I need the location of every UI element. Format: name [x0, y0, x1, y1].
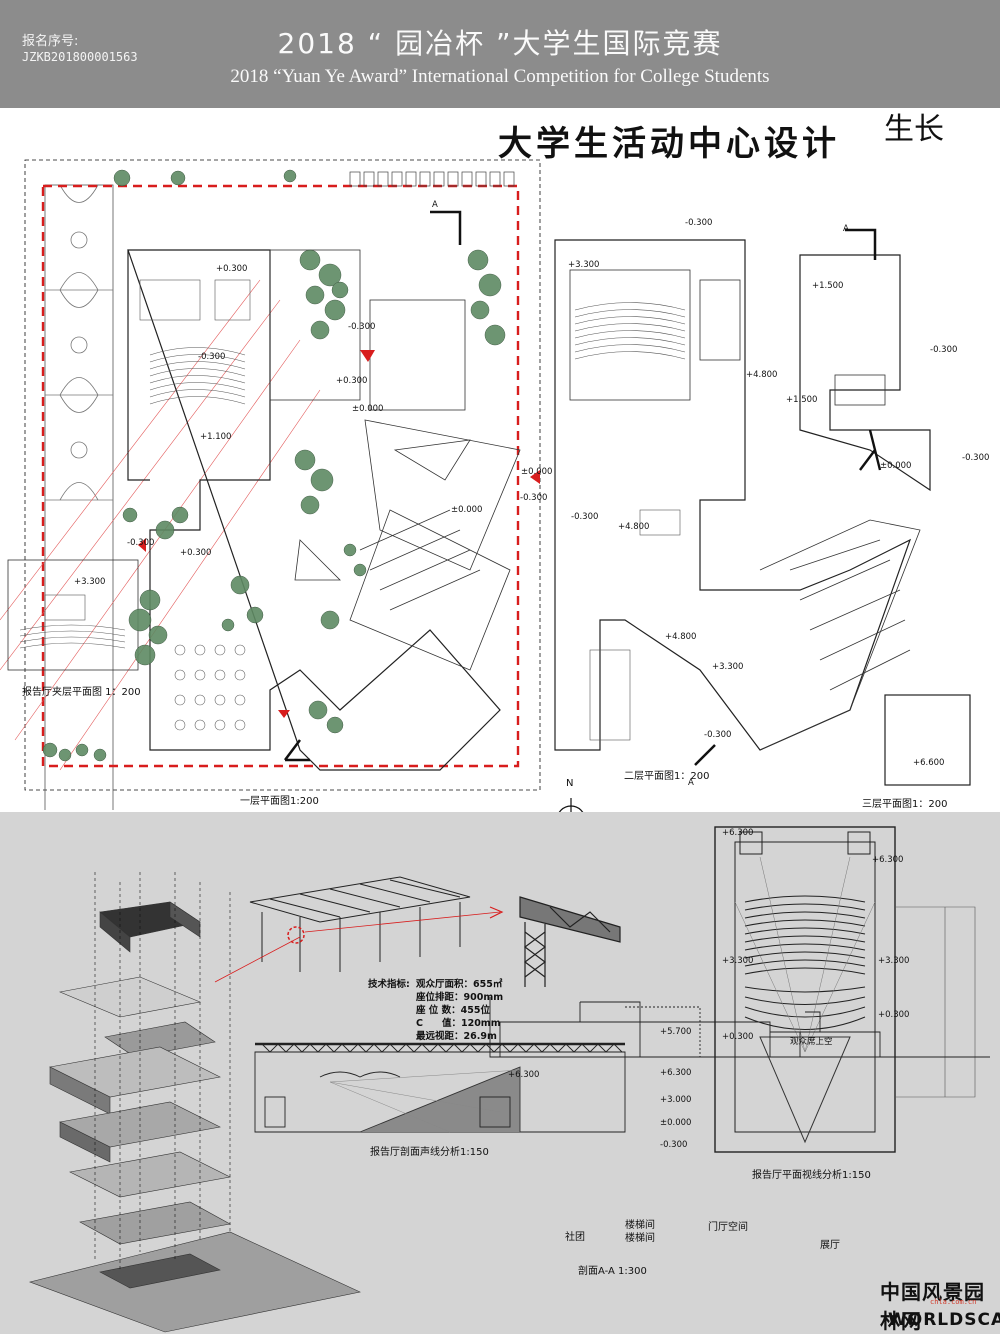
section-room-label: 展厅 — [820, 1240, 840, 1251]
site-logo-en: WORLDSCAPE — [888, 1310, 1000, 1330]
floor1-plan-caption: 一层平面图1:200 — [240, 796, 319, 807]
analysis-drawings — [28, 826, 990, 1333]
level-label: +0.300 — [722, 1032, 754, 1042]
level-label: ±0.000 — [352, 404, 384, 414]
level-label: +0.300 — [878, 1010, 910, 1020]
level-label: ±0.000 — [660, 1118, 692, 1128]
level-label: +6.300 — [722, 828, 754, 838]
level-label: -0.300 — [660, 1140, 688, 1150]
level-label: -0.300 — [520, 493, 548, 503]
auditorium-section-caption: 报告厅剖面声线分析1:150 — [370, 1147, 489, 1158]
level-label: -0.300 — [348, 322, 376, 332]
section-room-label: 社团 — [565, 1232, 585, 1243]
level-label: -0.300 — [127, 538, 155, 548]
competition-title-en: 2018 “Yuan Ye Award” International Compe… — [230, 66, 770, 87]
level-label: +0.300 — [336, 376, 368, 386]
level-label: -0.300 — [962, 453, 990, 463]
level-label: ±0.000 — [880, 461, 912, 471]
section-mark: A — [688, 778, 694, 788]
section-mark: A — [843, 224, 849, 234]
site-logo-cn: 中国风景园林网 — [880, 1280, 985, 1333]
handwritten-note: 生长 — [884, 112, 944, 147]
mezzanine-plan-caption: 报告厅夹层平面图 1：200 — [22, 687, 141, 698]
level-label: +3.300 — [568, 260, 600, 270]
level-label: ±0.000 — [521, 467, 553, 477]
level-label: +5.700 — [660, 1027, 692, 1037]
level-label: +1.100 — [200, 432, 232, 442]
level-label: ±0.000 — [451, 505, 483, 515]
floor-plans-drawing — [0, 159, 971, 810]
level-label: +6.300 — [508, 1070, 540, 1080]
tech-line: C 值：120mm — [416, 1018, 501, 1029]
auditorium-plan-caption: 报告厅平面视线分析1:150 — [752, 1170, 871, 1181]
north-label: N — [566, 778, 574, 789]
project-title: 大学生活动中心设计 — [498, 124, 840, 164]
stage-label: 观众席上空 — [790, 1037, 833, 1047]
tech-line: 座位排距：900mm — [416, 992, 504, 1003]
registration-id: JZKB201800001563 — [22, 50, 138, 64]
level-label: +3.300 — [712, 662, 744, 672]
level-label: +3.000 — [660, 1095, 692, 1105]
level-label: +0.300 — [216, 264, 248, 274]
level-label: -0.300 — [704, 730, 732, 740]
level-label: -0.300 — [198, 352, 226, 362]
level-label: +1.500 — [812, 281, 844, 291]
competition-title-cn: 2018 “ 园冶杯 ”大学生国际竞赛 — [277, 27, 723, 60]
level-label: +1.500 — [786, 395, 818, 405]
section-room-label: 楼梯间 — [625, 1233, 655, 1244]
section-mark: A — [432, 200, 438, 210]
level-label: +3.300 — [722, 956, 754, 966]
section-aa-caption: 剖面A-A 1:300 — [578, 1266, 647, 1277]
section-room-label: 楼梯间 — [625, 1220, 655, 1231]
section-room-label: 门厅空间 — [708, 1222, 748, 1233]
floor3-plan-caption: 三层平面图1：200 — [862, 799, 948, 810]
level-label: +4.800 — [746, 370, 778, 380]
level-label: +6.600 — [913, 758, 945, 768]
tech-line: 座 位 数：455位 — [416, 1005, 490, 1016]
floor2-plan-caption: 二层平面图1：200 — [624, 771, 710, 782]
tech-title: 技术指标: — [368, 979, 410, 990]
level-label: -0.300 — [685, 218, 713, 228]
level-label: +6.300 — [872, 855, 904, 865]
level-label: +4.800 — [618, 522, 650, 532]
level-label: +4.800 — [665, 632, 697, 642]
level-label: +3.300 — [878, 956, 910, 966]
tech-line: 观众厅面积：655㎡ — [416, 979, 503, 990]
level-label: +6.300 — [660, 1068, 692, 1078]
header-banner: 报名序号: JZKB201800001563 2018 “ 园冶杯 ”大学生国际… — [0, 0, 1000, 108]
level-label: +3.300 — [74, 577, 106, 587]
tech-line: 最远视距：26.9m — [416, 1031, 497, 1042]
site-logo-url: chla.com.cn — [930, 1298, 977, 1306]
level-label: +0.300 — [180, 548, 212, 558]
registration-label: 报名序号: — [22, 34, 79, 49]
level-label: -0.300 — [571, 512, 599, 522]
level-label: -0.300 — [930, 345, 958, 355]
